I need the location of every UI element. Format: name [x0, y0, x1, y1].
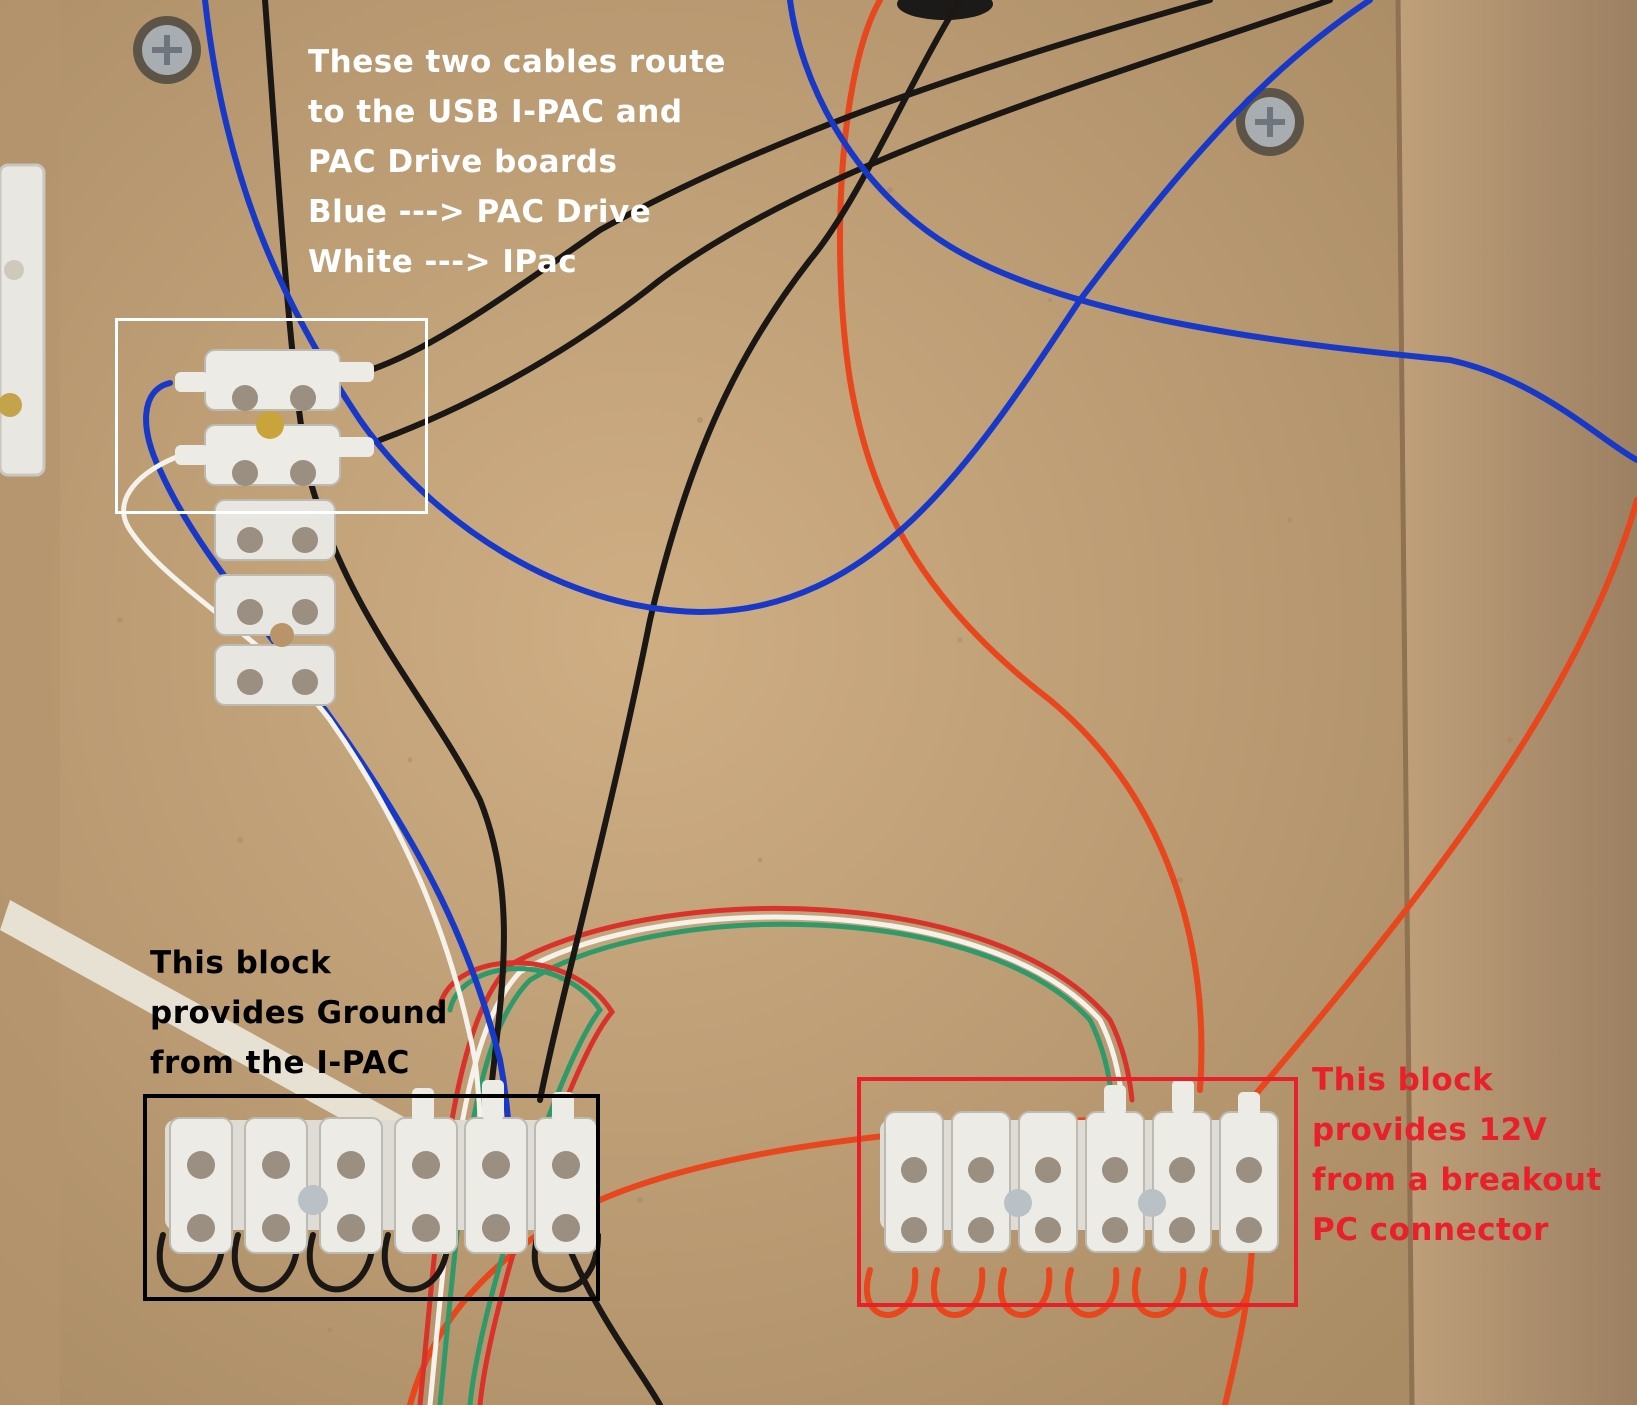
- caption-line: Blue ---> PAC Drive: [308, 194, 652, 230]
- ground-block-highlight-box: [143, 1094, 600, 1301]
- caption-line: provides 12V: [1312, 1112, 1548, 1148]
- power-block-caption: This block provides 12V from a breakout …: [1312, 1055, 1602, 1255]
- caption-line: PAC Drive boards: [308, 144, 618, 180]
- signal-cables-highlight-box: [115, 318, 428, 514]
- black-wires: [156, 0, 1333, 1405]
- grommet-icon: [897, 0, 993, 20]
- terminal-block-signal: [175, 349, 374, 706]
- caption-line: These two cables route: [308, 44, 726, 80]
- caption-line: This block: [150, 945, 332, 981]
- ground-block-caption: This block provides Ground from the I-PA…: [150, 938, 448, 1088]
- caption-line: from a breakout: [1312, 1162, 1602, 1198]
- caption-line: This block: [1312, 1062, 1494, 1098]
- mounting-screw-icon: [1236, 88, 1304, 156]
- caption-line: from the I-PAC: [150, 1045, 410, 1081]
- caption-line: PC connector: [1312, 1212, 1549, 1248]
- terminal-block-12v: [880, 1080, 1279, 1253]
- blue-wires: [143, 0, 1637, 1233]
- caption-line: to the USB I-PAC and: [308, 94, 683, 130]
- signal-cables-caption: These two cables route to the USB I-PAC …: [308, 37, 726, 287]
- mounting-screw-icon: [133, 16, 201, 84]
- white-wire: [121, 452, 484, 1233]
- terminal-block-ground: [165, 1080, 598, 1254]
- caption-line: White ---> IPac: [308, 244, 578, 280]
- caption-line: provides Ground: [150, 995, 448, 1031]
- power-block-highlight-box: [857, 1077, 1298, 1307]
